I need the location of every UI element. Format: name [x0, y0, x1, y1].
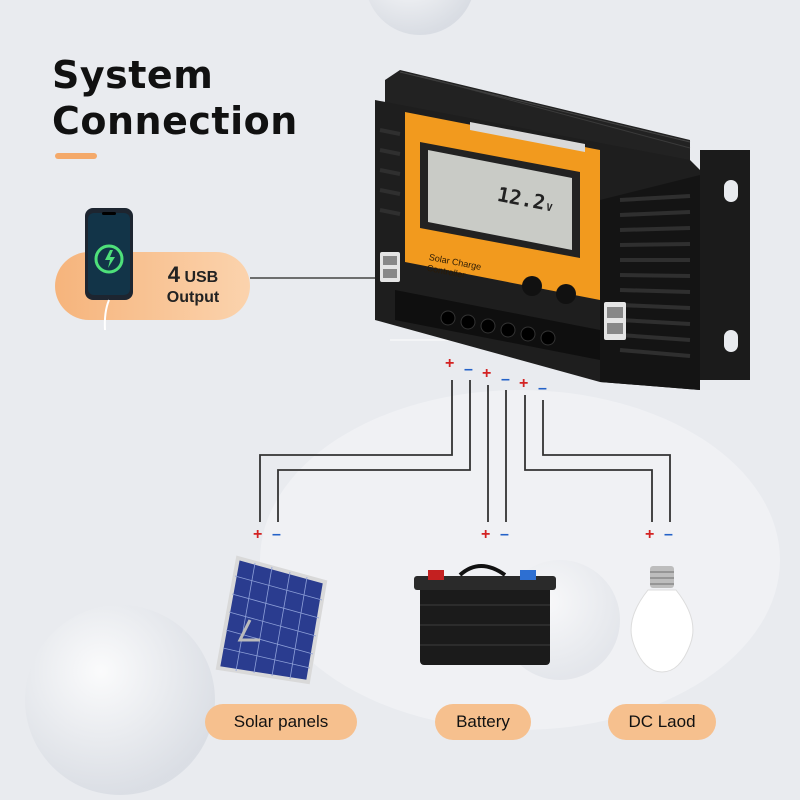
controller-load-plus: +: [519, 376, 528, 392]
solar-plus: +: [253, 527, 262, 543]
wire-load-plus: [525, 395, 652, 522]
charge-controller: [375, 70, 750, 390]
battery-icon: [414, 566, 556, 665]
light-bulb-icon: [631, 566, 693, 672]
battery-minus: –: [500, 527, 509, 543]
battery-label: Battery: [435, 704, 531, 740]
load-plus: +: [645, 527, 654, 543]
dc-load-label: DC Laod: [608, 704, 716, 740]
wire-solar-minus: [278, 380, 470, 522]
solar-panels-label: Solar panels: [205, 704, 357, 740]
controller-battery-plus: +: [482, 366, 491, 382]
controller-solar-minus: –: [464, 362, 473, 378]
load-minus: –: [664, 527, 673, 543]
solar-minus: –: [272, 527, 281, 543]
wire-solar-plus: [260, 380, 452, 522]
solar-panel-icon: [218, 558, 325, 682]
wires: [260, 380, 670, 522]
controller-load-minus: –: [538, 381, 547, 397]
battery-plus: +: [481, 527, 490, 543]
wire-load-minus: [543, 400, 670, 522]
controller-battery-minus: –: [501, 372, 510, 388]
controller-solar-plus: +: [445, 356, 454, 372]
